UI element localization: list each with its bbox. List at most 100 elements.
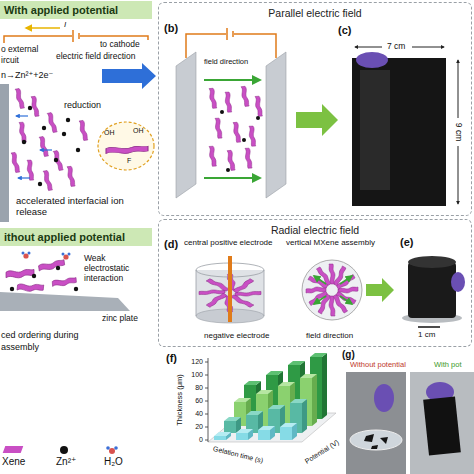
water-molecule	[23, 253, 28, 258]
field-arrow	[102, 63, 156, 89]
mxene-flakes	[336, 274, 356, 289]
glove	[451, 272, 465, 292]
field-arrow	[204, 80, 260, 178]
petri-dish	[350, 430, 402, 450]
circuit-wire	[232, 31, 234, 37]
zoom-bubble	[98, 122, 154, 170]
glove	[374, 384, 394, 412]
bar-3d	[268, 405, 285, 409]
bar-3d	[290, 399, 307, 403]
header-band: With applied potential	[0, 1, 152, 19]
mxene-flakes	[39, 136, 48, 157]
bar-3d	[256, 390, 273, 394]
axis-title: Potential (V)	[304, 438, 341, 465]
legend-swatch	[3, 446, 24, 453]
mxene-flakes	[338, 287, 358, 293]
node-text: Parallel electric field	[265, 7, 364, 19]
mxene-flakes	[235, 291, 261, 296]
zinc-ions	[242, 138, 246, 142]
bar-3d	[288, 361, 305, 365]
mxene-flakes	[209, 88, 217, 108]
circuit-wire	[226, 28, 228, 40]
bar-3d	[312, 374, 317, 426]
ion-release-arrows	[16, 115, 28, 116]
photo-caption: With pot	[434, 361, 462, 370]
bar-3d	[280, 427, 292, 440]
annotation-label: zinc plate	[102, 314, 138, 324]
legend-text: Zn²⁺	[56, 456, 76, 467]
bar-3d	[302, 399, 307, 433]
water-molecule	[114, 446, 118, 450]
zinc-ions	[220, 110, 260, 172]
mxene-flake-zoom	[106, 146, 148, 153]
dimension-label: 9 cm	[453, 122, 463, 142]
process-arrow	[366, 278, 394, 302]
scale-bar	[418, 326, 440, 328]
legend-item: Xene	[2, 444, 50, 472]
bar-3d	[258, 430, 270, 440]
bar-3d	[214, 436, 226, 440]
glove	[356, 52, 388, 68]
field-arrow	[314, 276, 352, 304]
mxene-flakes	[209, 146, 216, 166]
zinc-ions	[22, 140, 26, 144]
central-electrode	[228, 256, 232, 322]
water-molecule	[62, 253, 65, 256]
zinc-ions	[22, 106, 80, 186]
axis-tick-label: 40	[188, 410, 203, 418]
bar-3d	[310, 353, 327, 357]
film-sheen	[360, 70, 390, 190]
axis-tick-label: 60	[188, 397, 203, 405]
mxene-flakes	[255, 96, 262, 116]
mxene-film	[352, 58, 446, 206]
scale-label: 1 cm	[418, 330, 435, 339]
photo	[410, 372, 474, 474]
mxene-flakes	[38, 260, 65, 271]
dimension-label: 7 cm	[387, 42, 405, 52]
ion-release-arrows	[18, 177, 30, 178]
electrode-plate	[176, 52, 196, 198]
field-arrow	[204, 177, 260, 179]
bar-3d	[236, 429, 253, 433]
zinc-ions	[54, 158, 58, 162]
water-molecule	[106, 446, 110, 450]
annotation-label: o external	[1, 45, 38, 55]
mxene-flakes	[232, 279, 256, 293]
annotation-label: negative electrode	[204, 331, 269, 340]
legend-item: Zn²⁺	[56, 444, 104, 472]
group-label: OH	[104, 129, 115, 137]
panel-letter: (c)	[338, 24, 351, 37]
axis-line	[205, 427, 208, 428]
mxene-flakes	[204, 293, 228, 307]
mxene-flakes	[306, 287, 326, 293]
mxene-flakes	[15, 88, 24, 109]
zinc-ions	[76, 148, 80, 152]
mxene-flakes	[19, 122, 26, 142]
bar-3d	[280, 423, 297, 427]
zinc-ions	[62, 132, 66, 136]
zinc-electrode	[0, 84, 9, 222]
panel-letter: (b)	[164, 22, 178, 35]
mxene-film	[423, 396, 461, 455]
zinc-ions	[66, 118, 70, 122]
field-arrow	[314, 296, 326, 304]
mxene-fragments	[364, 434, 374, 442]
current-label: I	[64, 20, 66, 29]
bar-3d	[246, 411, 263, 415]
node-text: With applied potential	[4, 3, 148, 17]
mxene-flakes	[27, 160, 34, 180]
panel-letter: (e)	[400, 236, 413, 249]
header-band: ithout applied potential	[0, 228, 152, 246]
mxene-cylinder	[408, 262, 456, 318]
bar-3d	[300, 374, 317, 378]
reaction-label: n→Zn²⁺+2e⁻	[1, 70, 53, 80]
bar-3d	[224, 421, 236, 433]
mxene-flakes	[31, 96, 39, 117]
axis-title: Gelation time (s)	[212, 445, 264, 465]
zinc-ions	[56, 266, 60, 270]
mxene-flakes	[6, 260, 77, 293]
circuit-wire	[78, 33, 80, 39]
zinc-ions	[38, 182, 42, 186]
water-molecule	[106, 446, 118, 454]
mxene-flakes	[199, 290, 225, 295]
